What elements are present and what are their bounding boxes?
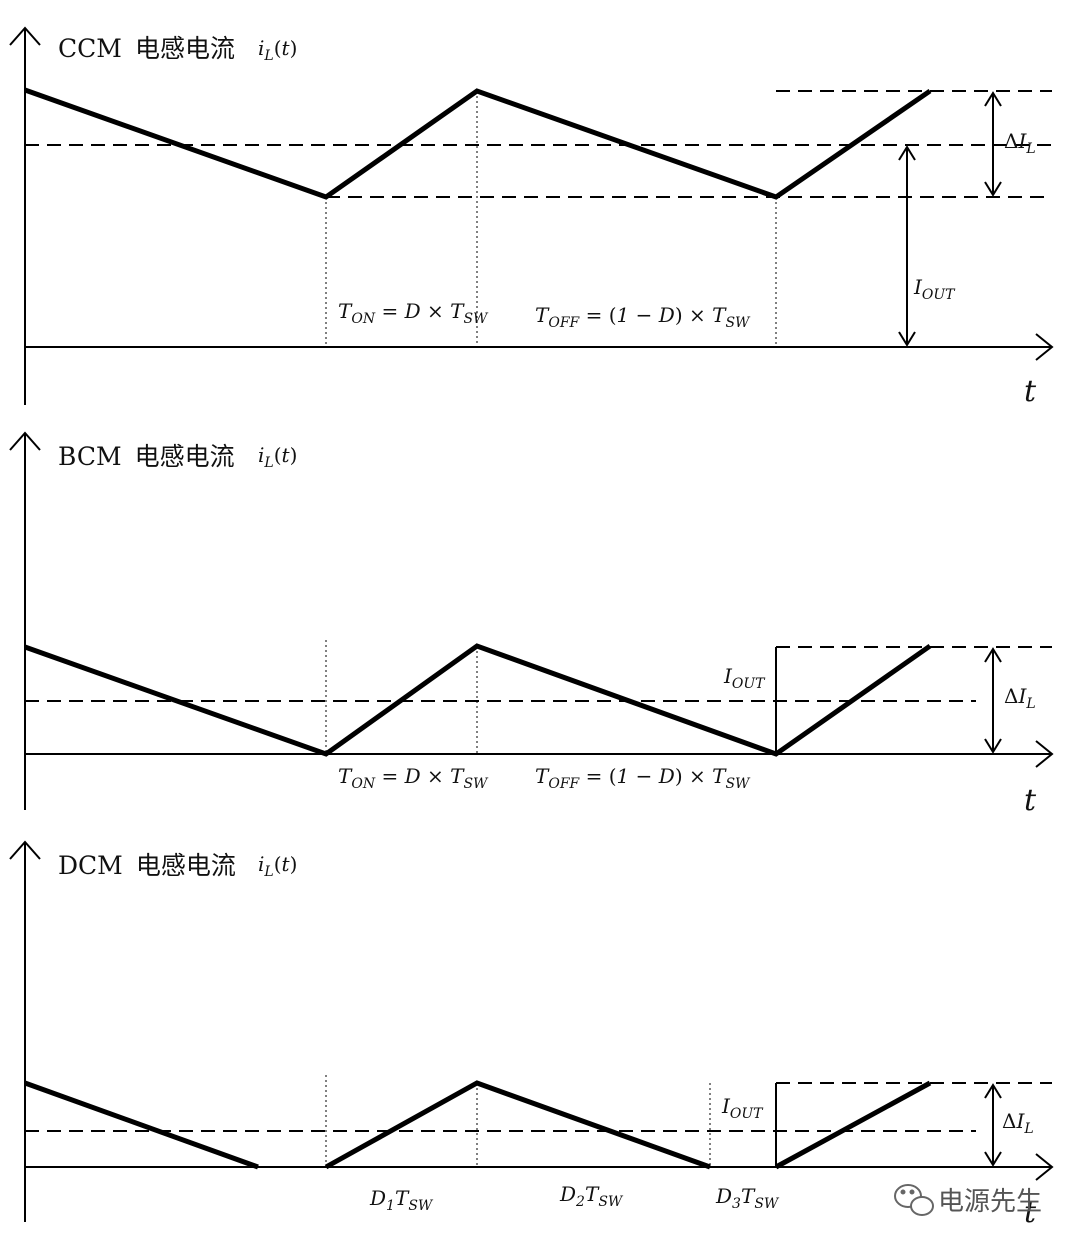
current-waveform-first-fall <box>24 1080 259 1170</box>
y-axis-label: iL(t) <box>258 852 297 880</box>
delta-il-label: ΔIL <box>1004 129 1036 157</box>
x-axis-arrow <box>1035 333 1054 361</box>
y-axis-arrow <box>9 26 41 46</box>
ton-label: TON = D × TSW <box>338 299 489 327</box>
delta-il-dimension-arrow <box>984 91 1002 197</box>
delta-il-label: ΔIL <box>1004 684 1036 712</box>
d3-label: D3TSW <box>715 1184 780 1212</box>
x-axis-arrow <box>1035 1153 1054 1181</box>
ton-label: TON = D × TSW <box>338 764 489 792</box>
iout-label: IOUT <box>723 664 766 692</box>
x-axis-label: t <box>1024 374 1037 409</box>
d1-label: D1TSW <box>369 1186 434 1214</box>
x-axis-arrow <box>1035 740 1054 768</box>
current-waveform-next-rise <box>774 1080 932 1170</box>
delta-il-dimension-arrow <box>984 1083 1002 1167</box>
iout-label: IOUT <box>721 1094 764 1122</box>
toff-label: TOFF = (1 − D) × TSW <box>535 764 751 792</box>
d2-label: D2TSW <box>559 1182 624 1210</box>
watermark-text: 电源先生 <box>938 1187 1042 1217</box>
delta-il-dimension-arrow <box>984 647 1002 754</box>
toff-label: TOFF = (1 − D) × TSW <box>535 303 751 331</box>
iout-dimension-arrow <box>898 145 916 347</box>
current-waveform <box>324 1080 711 1170</box>
panel-ccm: CCM 电感电流 iL(t) t TON = D × TSW TOF <box>9 26 1054 409</box>
watermark: 电源先生 <box>894 1184 1042 1217</box>
y-axis-arrow <box>9 431 41 451</box>
x-axis-label: t <box>1024 1195 1037 1230</box>
y-axis-arrow <box>9 840 41 860</box>
delta-il-label: ΔIL <box>1002 1109 1034 1137</box>
panel-dcm: DCM 电感电流 iL(t) t D1TSW D2TSW D3TSW IOUT … <box>9 840 1054 1230</box>
y-axis-label: iL(t) <box>258 36 297 64</box>
iout-label: IOUT <box>913 275 956 303</box>
panel-title: CCM 电感电流 <box>58 34 235 63</box>
y-axis-label: iL(t) <box>258 443 297 471</box>
panel-bcm: BCM 电感电流 iL(t) t TON = D × TSW TOFF = (1… <box>9 431 1054 818</box>
x-axis-label: t <box>1024 783 1037 818</box>
panel-title: DCM 电感电流 <box>58 851 236 880</box>
wechat-icon <box>894 1184 934 1216</box>
panel-title: BCM 电感电流 <box>58 442 235 471</box>
